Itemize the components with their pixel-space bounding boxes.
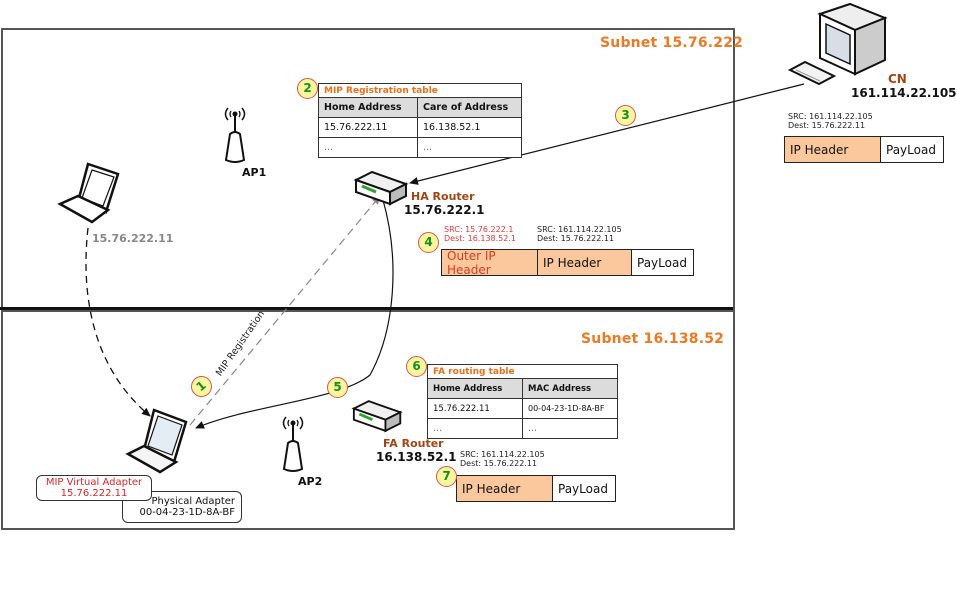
step-badge-6: 6	[406, 356, 427, 377]
tunnel-outer-src: SRC: 15.76.222.1	[444, 225, 514, 234]
table-row: ... ...	[318, 137, 522, 158]
fa-router-label: FA Router	[383, 437, 444, 450]
packet-ip-header: IP Header	[538, 250, 632, 275]
fa-routing-table: FA routing table Home Address MAC Addres…	[427, 364, 618, 439]
fa-packet-dest: Dest: 15.76.222.11	[460, 459, 538, 468]
step-badge-4: 4	[418, 232, 439, 253]
cn-packet-dest: Dest: 15.76.222.11	[788, 121, 866, 130]
packet-payload: PayLoad	[632, 250, 693, 275]
packet-ip-header: IP Header	[457, 476, 553, 501]
table-caption: FA routing table	[427, 364, 618, 379]
column-header: MAC Address	[522, 378, 618, 399]
step-badge-2: 2	[297, 78, 318, 99]
arrow-mip-registration	[189, 195, 381, 426]
ap1	[220, 104, 250, 172]
table-cell: ...	[417, 137, 522, 158]
router-icon	[353, 170, 409, 206]
table-cell: ...	[427, 418, 523, 439]
table-cell: 00-04-23-1D-8A-BF	[522, 398, 618, 419]
ha-router-ip: 15.76.222.1	[404, 203, 485, 217]
mobile-node-home	[56, 160, 126, 230]
table-cell: 15.76.222.11	[318, 117, 418, 138]
arrow-tunnel-to-mobile	[195, 199, 394, 429]
table-row: ... ...	[427, 418, 618, 439]
cn-label: CN	[888, 72, 907, 86]
column-header: Home Address	[427, 378, 523, 399]
tunnel-outer-dest: Dest: 16.138.52.1	[444, 234, 516, 243]
cn-packet: IP Header PayLoad	[784, 136, 944, 163]
tunneled-packet: Outer IP Header IP Header PayLoad	[441, 249, 694, 277]
step-badge-3: 3	[615, 105, 636, 126]
packet-outer-ip-header: Outer IP Header	[442, 249, 538, 277]
virtual-adapter-callout: MIP Virtual Adapter 15.76.222.11	[36, 475, 152, 501]
tunnel-inner-dest: Dest: 15.76.222.11	[537, 234, 615, 243]
fa-packet: IP Header PayLoad	[456, 475, 616, 502]
table-cell: 15.76.222.11	[427, 398, 523, 419]
table-cell: ...	[318, 137, 418, 158]
ap2	[278, 413, 308, 481]
virtual-adapter-title: MIP Virtual Adapter	[45, 477, 143, 488]
fa-packet-src: SRC: 161.114.22.105	[460, 450, 545, 459]
subnet-divider	[0, 307, 733, 310]
physical-adapter-title: Physical Adapter	[151, 496, 235, 507]
cn-computer	[787, 2, 890, 90]
subnet-upper-label: Subnet 15.76.222	[600, 35, 744, 51]
router-icon	[351, 400, 403, 433]
table-row: 15.76.222.11 16.138.52.1	[318, 117, 522, 138]
arrow-mobile-move	[85, 227, 151, 417]
packet-payload: PayLoad	[881, 137, 943, 162]
laptop-icon	[125, 408, 188, 474]
step-badge-7: 7	[436, 466, 457, 487]
tunnel-inner-src: SRC: 161.114.22.105	[537, 225, 622, 234]
table-caption: MIP Registration table	[318, 83, 522, 98]
mobile-node-foreign	[125, 406, 196, 478]
packet-payload: PayLoad	[553, 476, 615, 501]
cn-packet-src: SRC: 161.114.22.105	[788, 112, 873, 121]
packet-ip-header: IP Header	[785, 137, 881, 162]
physical-adapter-value: 00-04-23-1D-8A-BF	[139, 507, 235, 518]
fa-router	[351, 398, 404, 438]
arrow-cn-to-ha	[409, 83, 805, 185]
ap1-label: AP1	[242, 166, 267, 179]
table-cell: ...	[522, 418, 618, 439]
ha-router	[353, 170, 410, 210]
subnet-lower-label: Subnet 16.138.52	[581, 331, 725, 347]
mip-registration-table: MIP Registration table Home Address Care…	[318, 83, 522, 158]
column-header: Home Address	[318, 97, 418, 118]
virtual-adapter-value: 15.76.222.11	[60, 488, 128, 499]
access-point-icon	[224, 107, 246, 163]
ap2-label: AP2	[298, 475, 323, 488]
table-row: 15.76.222.11 00-04-23-1D-8A-BF	[427, 398, 618, 419]
laptop-icon	[57, 162, 120, 224]
column-header: Care of Address	[417, 97, 522, 118]
subnet-upper-frame	[1, 28, 735, 312]
fa-router-ip: 16.138.52.1	[376, 450, 457, 464]
access-point-icon	[282, 416, 304, 472]
desktop-computer-icon	[787, 2, 888, 86]
ha-router-label: HA Router	[411, 190, 475, 203]
step-badge-5: 5	[327, 377, 348, 398]
subnet-lower-frame	[1, 308, 735, 530]
cn-ip: 161.114.22.105	[851, 86, 957, 100]
mobile-home-ip: 15.76.222.11	[92, 232, 174, 245]
table-cell: 16.138.52.1	[417, 117, 522, 138]
